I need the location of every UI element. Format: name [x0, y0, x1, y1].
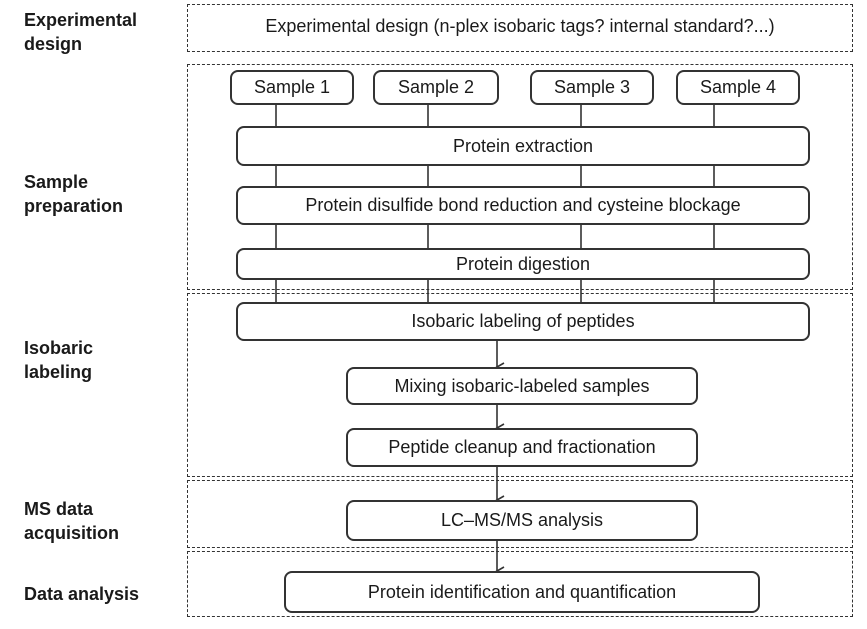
protein-extraction-box: Protein extraction	[236, 126, 810, 166]
cleanup-fractionation-box: Peptide cleanup and fractionation	[346, 428, 698, 467]
lcms-analysis-box: LC–MS/MS analysis	[346, 500, 698, 541]
stage-label-text: MS data acquisition	[24, 499, 120, 543]
experimental-design-label: Experimental design (n-plex isobaric tag…	[265, 16, 775, 36]
stage-box-ms-acquisition	[187, 480, 853, 548]
isobaric-labeling-box: Isobaric labeling of peptides	[236, 302, 810, 341]
stage-label-data-analysis: Data analysis	[24, 582, 139, 606]
identification-quantification-label: Protein identification and quantificatio…	[367, 581, 677, 602]
stage-label-text: Sample preparation	[24, 172, 124, 216]
stage-label-sample-preparation: Sample preparation	[24, 170, 123, 218]
stage-box-data-analysis	[187, 551, 853, 617]
stage-label-isobaric-labeling: Isobaric labeling	[24, 336, 93, 384]
mixing-label: Mixing isobaric-labeled samples	[394, 375, 650, 396]
mixing-box: Mixing isobaric-labeled samples	[346, 367, 698, 405]
sample-2-label: Sample 2	[397, 77, 475, 97]
stage-box-isobaric-labeling	[187, 293, 853, 477]
identification-quantification-box: Protein identification and quantificatio…	[284, 571, 760, 613]
sample-1-box: Sample 1	[230, 70, 354, 105]
cleanup-fractionation-label: Peptide cleanup and fractionation	[388, 437, 656, 457]
sample-3-label: Sample 3	[553, 77, 631, 97]
sample-1-label: Sample 1	[253, 77, 331, 97]
sample-2-box: Sample 2	[373, 70, 499, 105]
lcms-analysis-label: LC–MS/MS analysis	[440, 510, 604, 530]
stage-label-text: Experimental design	[24, 10, 138, 54]
isobaric-labeling-label: Isobaric labeling of peptides	[411, 311, 635, 331]
experimental-design-text: Experimental design (n-plex isobaric tag…	[187, 16, 853, 37]
stage-label-text: Data analysis	[24, 584, 140, 604]
stage-label-ms-acquisition: MS data acquisition	[24, 497, 119, 545]
sample-4-label: Sample 4	[699, 77, 777, 97]
protein-digestion-label: Protein digestion	[455, 253, 591, 274]
stage-box-sample-preparation	[187, 64, 853, 290]
reduction-blockage-box: Protein disulfide bond reduction and cys…	[236, 186, 810, 225]
stage-label-experimental-design: Experimental design	[24, 8, 137, 56]
sample-4-box: Sample 4	[676, 70, 800, 105]
reduction-blockage-label: Protein disulfide bond reduction and cys…	[305, 195, 741, 215]
stage-label-text: Isobaric labeling	[24, 338, 94, 382]
protein-extraction-label: Protein extraction	[452, 135, 594, 156]
sample-3-box: Sample 3	[530, 70, 654, 105]
protein-digestion-box: Protein digestion	[236, 248, 810, 280]
stage-box-experimental-design	[187, 4, 853, 52]
